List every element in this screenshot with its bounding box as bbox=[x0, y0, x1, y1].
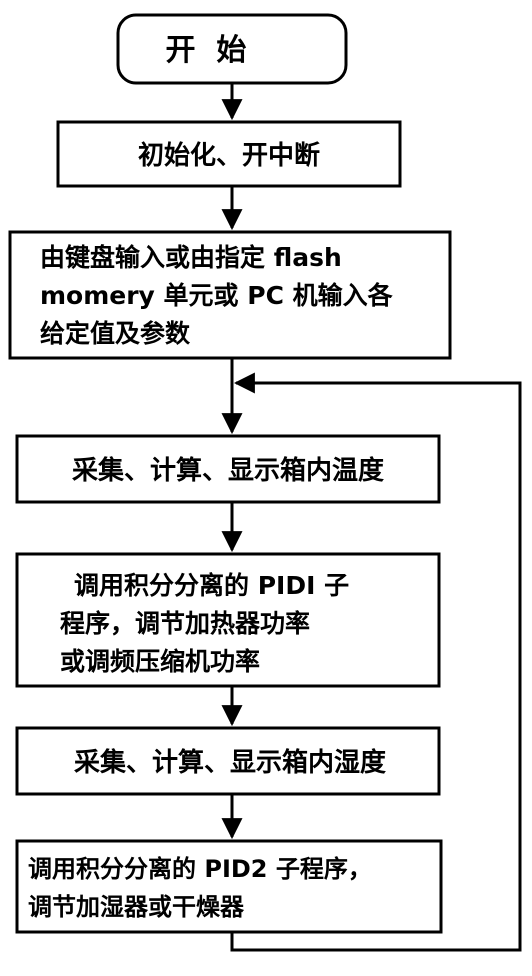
flow-nodes bbox=[8, 13, 452, 934]
init-label-line: 初始化、开中断 bbox=[138, 140, 320, 171]
pid2-label-line-2: 调节加湿器或干燥器 bbox=[28, 893, 245, 921]
flow-edges bbox=[221, 83, 522, 952]
node-labels: 开 始 初始化、开中断 由键盘输入或由指定 flash momery 单元或 P… bbox=[28, 33, 401, 921]
input-label-line-1: 由键盘输入或由指定 flash bbox=[40, 243, 342, 272]
temperature-step-box bbox=[15, 434, 441, 504]
temperature-label: 采集、计算、显示箱内温度 bbox=[72, 455, 384, 486]
start-label-line: 开 始 bbox=[165, 33, 246, 68]
edge-pid2-loop-back-to-temp bbox=[230, 372, 522, 952]
pid1-label-line-1: 调用积分分离的 PIDI 子 bbox=[74, 571, 349, 600]
humidity-label: 采集、计算、显示箱内湿度 bbox=[74, 747, 386, 778]
pid2-step-box bbox=[15, 839, 443, 934]
start-label: 开 始 bbox=[165, 33, 298, 68]
pid1-label-line-2: 程序，调节加热器功率 bbox=[60, 609, 310, 638]
pid2-label: 调用积分分离的 PID2 子程序， 调节加湿器或干燥器 bbox=[28, 855, 380, 921]
humidity-label-line: 采集、计算、显示箱内湿度 bbox=[74, 747, 386, 778]
pid1-step-box bbox=[15, 552, 441, 688]
pid1-label: 调用积分分离的 PIDI 子 程序，调节加热器功率 或调频压缩机功率 bbox=[60, 571, 358, 676]
init-label: 初始化、开中断 bbox=[138, 140, 320, 171]
pid2-label-line-1: 调用积分分离的 PID2 子程序， bbox=[28, 855, 372, 883]
input-step-box bbox=[8, 230, 452, 360]
init-step-box bbox=[56, 120, 402, 188]
start-terminal bbox=[116, 13, 348, 85]
input-label-line-2: momery 单元或 PC 机输入各 bbox=[40, 281, 394, 310]
temperature-label-line: 采集、计算、显示箱内温度 bbox=[72, 455, 384, 486]
pid1-label-line-3: 或调频压缩机功率 bbox=[60, 647, 260, 676]
humidity-step-box bbox=[15, 726, 441, 796]
input-label: 由键盘输入或由指定 flash momery 单元或 PC 机输入各 给定值及参… bbox=[40, 243, 401, 348]
input-label-line-3: 给定值及参数 bbox=[40, 319, 191, 348]
